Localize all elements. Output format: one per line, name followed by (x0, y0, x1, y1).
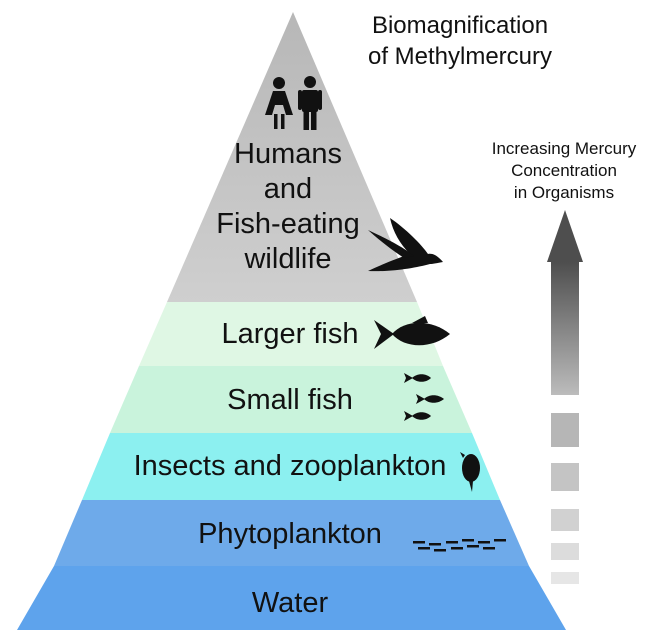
arrow-caption: Increasing Mercury Concentration in Orga… (466, 138, 655, 204)
arrow-caption-line: Concentration (466, 160, 655, 182)
tier-label-line: and (178, 172, 398, 207)
arrow-caption-line: Increasing Mercury (466, 138, 655, 160)
arrow-head (547, 210, 583, 262)
arrow-segment (551, 543, 579, 560)
title-line: Biomagnification (345, 10, 575, 41)
arrow-segment (551, 413, 579, 447)
tier-label-small-fish: Small fish (190, 383, 390, 418)
arrow-segment (551, 509, 579, 531)
tier-label-line: Phytoplankton (180, 517, 400, 552)
tier-label-line: Fish-eating (178, 207, 398, 242)
tier-label-line: Insects and zooplankton (115, 449, 465, 484)
arrow-segment (551, 572, 579, 584)
title-line: of Methylmercury (345, 41, 575, 72)
tier-label-top: Humans and Fish-eating wildlife (178, 137, 398, 277)
tier-label-larger-fish: Larger fish (190, 317, 390, 352)
diagram-title: Biomagnification of Methylmercury (345, 10, 575, 72)
tier-label-line: wildlife (178, 242, 398, 277)
tier-label-line: Larger fish (190, 317, 390, 352)
tier-label-line: Water (190, 586, 390, 621)
arrow-caption-line: in Organisms (466, 182, 655, 204)
tier-label-insects: Insects and zooplankton (115, 449, 465, 484)
tier-label-line: Humans (178, 137, 398, 172)
arrow-shaft (551, 262, 579, 395)
arrow-segment (551, 463, 579, 491)
increasing-concentration-arrow (547, 210, 583, 584)
tier-label-line: Small fish (190, 383, 390, 418)
tier-label-water: Water (190, 586, 390, 621)
tier-label-phytoplankton: Phytoplankton (180, 517, 400, 552)
